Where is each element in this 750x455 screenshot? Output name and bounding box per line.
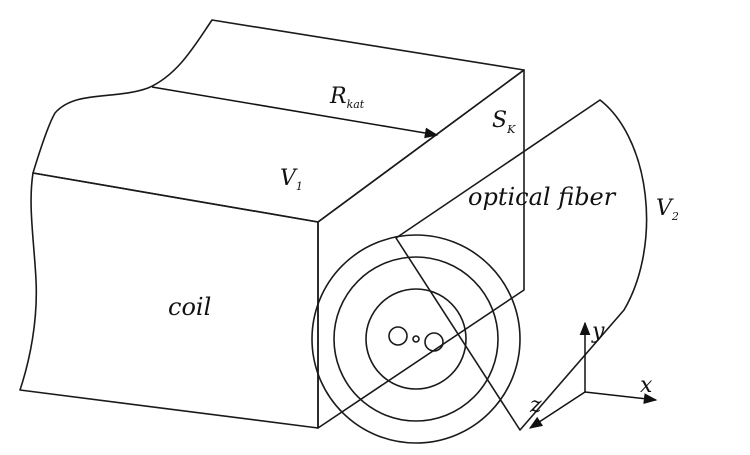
label-coil: coil [168,293,211,321]
axis-x-label: x [640,373,653,398]
label-v1-sub: 1 [296,180,303,193]
fiber-hole-right [424,332,444,352]
label-v2-sub: 2 [671,210,679,223]
coil-top-face [32,19,525,223]
axis-z-label: z [529,393,542,418]
label-v2-main: V [656,196,674,221]
axis-y-label: y [591,319,605,344]
fiber-hole-center [412,335,420,343]
fiber-cylinder-body [395,99,648,431]
axis-x-arrow [584,391,658,405]
axis-z-arrow [528,391,586,429]
label-s-k: SK [492,108,516,136]
fiber-core [365,288,467,390]
label-v1: V1 [280,166,303,193]
radius-arrow [151,86,439,139]
label-r-kat: Rkat [329,84,365,111]
fiber-middle-ring [333,256,499,422]
label-v2: V2 [656,196,679,223]
fiber-hole-left [388,326,408,346]
label-optical-fiber: optical fiber [468,183,617,211]
label-r-main: R [329,84,347,109]
label-r-sub: kat [347,98,365,111]
label-v1-main: V [280,166,298,191]
label-s-sub: K [506,123,516,136]
fiber-outer-ring [311,234,521,444]
contact-surface-hatched [317,69,525,429]
label-s-main: S [492,108,507,133]
coil-front-face [19,172,319,429]
